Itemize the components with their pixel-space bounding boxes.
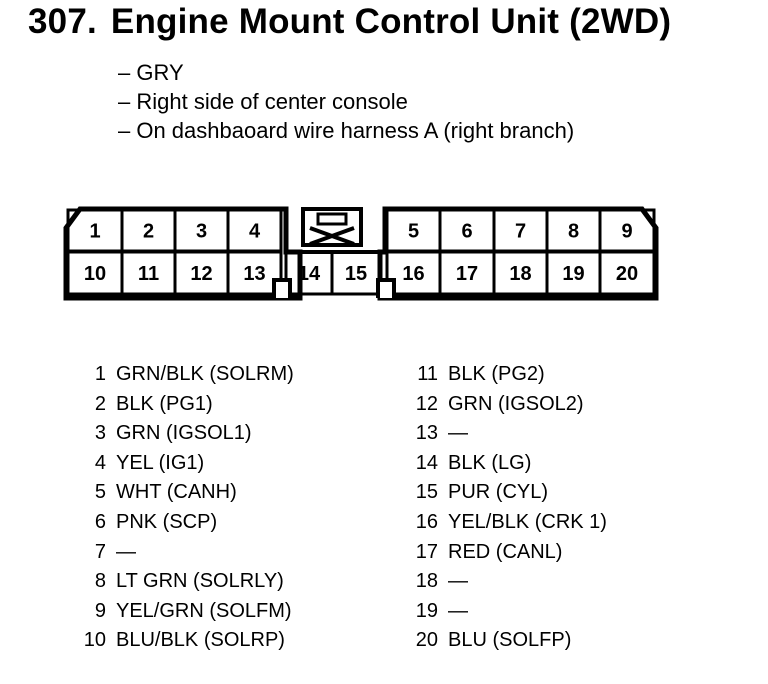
pin-list-right: 11 BLK (PG2) 12 GRN (IGSOL2) 13 — 14 BLK (LG) 15…	[408, 360, 607, 656]
pin-row-19: 19 —	[408, 597, 607, 627]
pin-number: 1	[94, 363, 106, 385]
pin-description: YEL (IG1)	[116, 451, 205, 474]
pin-number: 17	[415, 540, 438, 563]
pin-number: 8	[94, 570, 106, 593]
pin-number: 13	[415, 422, 438, 445]
key-notch-left	[272, 278, 292, 298]
pin-row-3: 3 GRN (IGSOL1)	[78, 419, 294, 449]
pin-description: RED (CANL)	[448, 540, 563, 563]
pin-row-15: 15 PUR (CYL)	[408, 478, 607, 508]
pin-row-16: 16 YEL/BLK (CRK 1)	[408, 508, 607, 538]
pin-number: 18	[415, 570, 438, 593]
pin-row-6: 6 PNK (SCP)	[78, 508, 294, 538]
pin-row-14: 14 BLK (LG)	[408, 449, 607, 479]
pin-number: 10	[83, 629, 106, 652]
note-color: – GRY	[118, 60, 184, 85]
connector-housing-right	[377, 206, 659, 301]
pin-row-18: 18 —	[408, 567, 607, 597]
pin-description: YEL/BLK (CRK 1)	[448, 510, 607, 533]
pin-row-10: 10 BLU/BLK (SOLRP)	[78, 626, 294, 656]
cavity-label-2: 2	[143, 221, 154, 243]
cavity-15	[330, 250, 382, 296]
pin-row-20: 20 BLU (SOLFP)	[408, 626, 607, 656]
cavity-label-12: 12	[190, 263, 212, 285]
note-harness: – On dashbaoard wire harness A (right br…	[118, 118, 575, 143]
key-notch-right	[376, 278, 396, 298]
cavity-label-5: 5	[408, 221, 419, 243]
pin-number: 9	[94, 599, 106, 622]
pin-description: PNK (SCP)	[116, 510, 218, 533]
cavity-label-10: 10	[84, 263, 106, 285]
pin-description: LT GRN (SOLRLY)	[116, 570, 284, 593]
cavity-label-4: 4	[249, 221, 261, 243]
cavity-label-3: 3	[196, 221, 207, 243]
pin-number: 6	[94, 510, 106, 533]
pin-list-left: 1 GRN/BLK (SOLRM) 2 BLK (PG1) 3 GRN (IGSOL1) 4…	[78, 360, 294, 656]
connector-notes: – GRY – Right side of center console – O…	[118, 58, 574, 145]
pin-row-4: 4 YEL (IG1)	[78, 449, 294, 479]
note-location: – Right side of center console	[118, 89, 408, 114]
cavity-label-7: 7	[515, 221, 526, 243]
pin-number: 5	[94, 481, 106, 504]
pin-row-12: 12 GRN (IGSOL2)	[408, 390, 607, 420]
pin-number: 16	[415, 510, 438, 533]
cavity-label-11: 11	[138, 263, 159, 285]
cavity-label-13: 13	[243, 263, 265, 285]
cavity-20	[598, 250, 656, 296]
pin-row-11: 11 BLK (PG2)	[408, 360, 607, 390]
cavity-label-14: 14	[298, 263, 321, 285]
pin-row-17: 17 RED (CANL)	[408, 538, 607, 568]
pin-number: 11	[417, 363, 438, 385]
pin-row-5: 5 WHT (CANH)	[78, 478, 294, 508]
pin-description: BLK (PG2)	[448, 363, 545, 385]
pin-number: 20	[415, 629, 438, 652]
pin-row-13: 13 —	[408, 419, 607, 449]
pin-description: —	[448, 422, 468, 445]
cavity-label-9: 9	[621, 221, 632, 243]
pin-description: —	[116, 540, 136, 563]
pin-description: PUR (CYL)	[448, 481, 549, 504]
lock-tab-icon	[301, 207, 363, 247]
pin-description: YEL/GRN (SOLFM)	[116, 599, 292, 622]
cavity-label-18: 18	[509, 263, 531, 285]
pin-number: 3	[94, 422, 106, 445]
pin-number: 15	[415, 481, 438, 504]
pin-description: —	[448, 570, 468, 593]
cavity-label-17: 17	[456, 263, 478, 285]
pin-row-2: 2 BLK (PG1)	[78, 390, 294, 420]
cavity-label-1: 1	[89, 221, 100, 243]
cavity-label-6: 6	[461, 221, 472, 243]
pin-row-7: 7—	[78, 538, 294, 568]
pin-number: 7	[94, 540, 106, 563]
pin-description: BLU/BLK (SOLRP)	[116, 629, 285, 652]
page-title: 307. Engine Mount Control Unit (2WD)	[28, 2, 671, 42]
pin-number: 4	[94, 451, 106, 474]
pin-description: GRN (IGSOL2)	[448, 392, 584, 415]
pin-number: 12	[415, 392, 438, 415]
cavity-label-20: 20	[616, 263, 638, 285]
pin-description: BLK (PG1)	[116, 392, 213, 415]
pin-number: 2	[94, 392, 106, 415]
cavity-label-16: 16	[402, 263, 424, 285]
pin-description: BLU (SOLFP)	[448, 629, 572, 652]
cavity-13	[226, 250, 283, 296]
pin-number: 19	[415, 599, 438, 622]
pin-row-1: 1 GRN/BLK (SOLRM)	[78, 360, 294, 390]
cavity-label-8: 8	[568, 221, 579, 243]
title-number: 307.	[28, 2, 97, 41]
pin-row-8: 8 LT GRN (SOLRLY)	[78, 567, 294, 597]
pin-description: BLK (LG)	[448, 451, 532, 474]
cavity-label-15: 15	[345, 263, 367, 285]
pin-description: —	[448, 599, 468, 622]
pin-row-9: 9 YEL/GRN (SOLFM)	[78, 597, 294, 627]
pin-description: GRN/BLK (SOLRM)	[116, 363, 294, 385]
title-text: Engine Mount Control Unit (2WD)	[110, 2, 672, 41]
pin-description: WHT (CANH)	[116, 481, 237, 504]
pin-description: GRN (IGSOL1)	[116, 422, 252, 445]
pin-number: 14	[415, 451, 438, 474]
cavity-label-19: 19	[562, 263, 584, 285]
